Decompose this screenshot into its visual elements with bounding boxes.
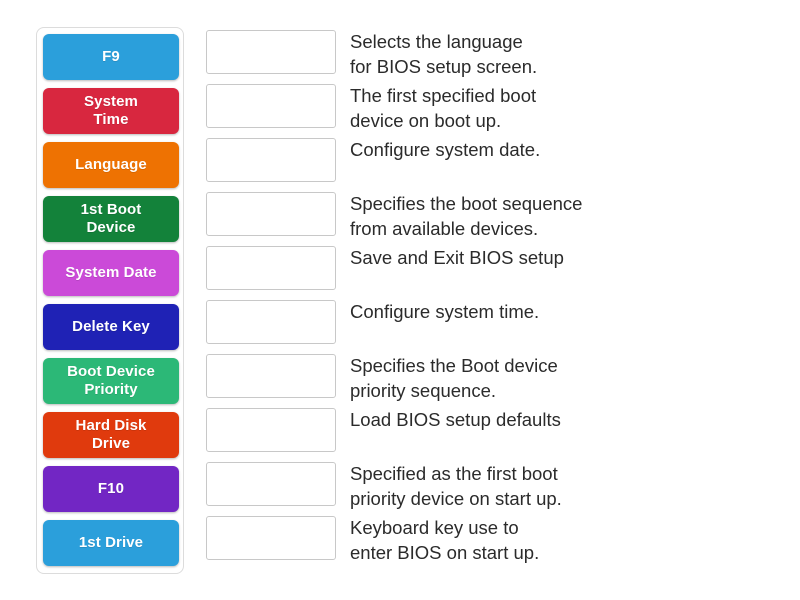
drop-target[interactable] [206, 138, 336, 182]
answer-row: Load BIOS setup defaults [206, 406, 766, 460]
tile-label: System Time [84, 93, 138, 128]
tile-label: Hard Disk Drive [75, 417, 147, 452]
row-description: Configure system date. [350, 139, 541, 160]
drop-target[interactable] [206, 30, 336, 74]
drop-target[interactable] [206, 408, 336, 452]
answer-row: Configure system date. [206, 136, 766, 190]
answer-row: Keyboard key use to enter BIOS on start … [206, 514, 766, 568]
row-description: Specifies the boot sequence from availab… [350, 193, 583, 239]
drop-target[interactable] [206, 354, 336, 398]
answer-row: Specifies the Boot device priority seque… [206, 352, 766, 406]
row-description: Load BIOS setup defaults [350, 409, 561, 430]
drop-target[interactable] [206, 84, 336, 128]
draggable-tile-1st-drive[interactable]: 1st Drive [43, 520, 179, 566]
tile-label: 1st Boot Device [80, 201, 142, 236]
drop-target[interactable] [206, 246, 336, 290]
draggable-tile-hard-disk-drive[interactable]: Hard Disk Drive [43, 412, 179, 458]
drop-target[interactable] [206, 462, 336, 506]
draggable-tile-system-date[interactable]: System Date [43, 250, 179, 296]
drop-target[interactable] [206, 192, 336, 236]
draggable-tile-boot-device-priority[interactable]: Boot Device Priority [43, 358, 179, 404]
tile-label: Language [75, 156, 147, 173]
answer-row: The first specified boot device on boot … [206, 82, 766, 136]
tile-label: System Date [65, 264, 157, 281]
row-description: Specifies the Boot device priority seque… [350, 355, 558, 401]
answer-row: Selects the language for BIOS setup scre… [206, 28, 766, 82]
tile-label: Delete Key [72, 318, 150, 335]
row-description: Selects the language for BIOS setup scre… [350, 31, 538, 77]
row-description: Configure system time. [350, 301, 540, 322]
draggable-tile-f9[interactable]: F9 [43, 34, 179, 80]
tile-label: Boot Device Priority [67, 363, 155, 398]
tile-label: 1st Drive [78, 534, 144, 551]
drop-target[interactable] [206, 516, 336, 560]
draggable-tile-delete-key[interactable]: Delete Key [43, 304, 179, 350]
answer-rows: Selects the language for BIOS setup scre… [206, 28, 766, 568]
answer-row: Save and Exit BIOS setup [206, 244, 766, 298]
draggable-tiles-panel: F9 System Time Language 1st Boot Device … [36, 27, 184, 574]
draggable-tile-system-time[interactable]: System Time [43, 88, 179, 134]
row-description: Specified as the first boot priority dev… [350, 463, 562, 509]
tile-label: F9 [102, 48, 120, 65]
answer-row: Specified as the first boot priority dev… [206, 460, 766, 514]
answer-row: Configure system time. [206, 298, 766, 352]
answer-row: Specifies the boot sequence from availab… [206, 190, 766, 244]
draggable-tile-f10[interactable]: F10 [43, 466, 179, 512]
tile-label: F10 [97, 480, 125, 497]
draggable-tile-1st-boot-device[interactable]: 1st Boot Device [43, 196, 179, 242]
row-description: Keyboard key use to enter BIOS on start … [350, 517, 540, 563]
draggable-tile-language[interactable]: Language [43, 142, 179, 188]
row-description: The first specified boot device on boot … [350, 85, 537, 131]
drop-target[interactable] [206, 300, 336, 344]
row-description: Save and Exit BIOS setup [350, 247, 564, 268]
